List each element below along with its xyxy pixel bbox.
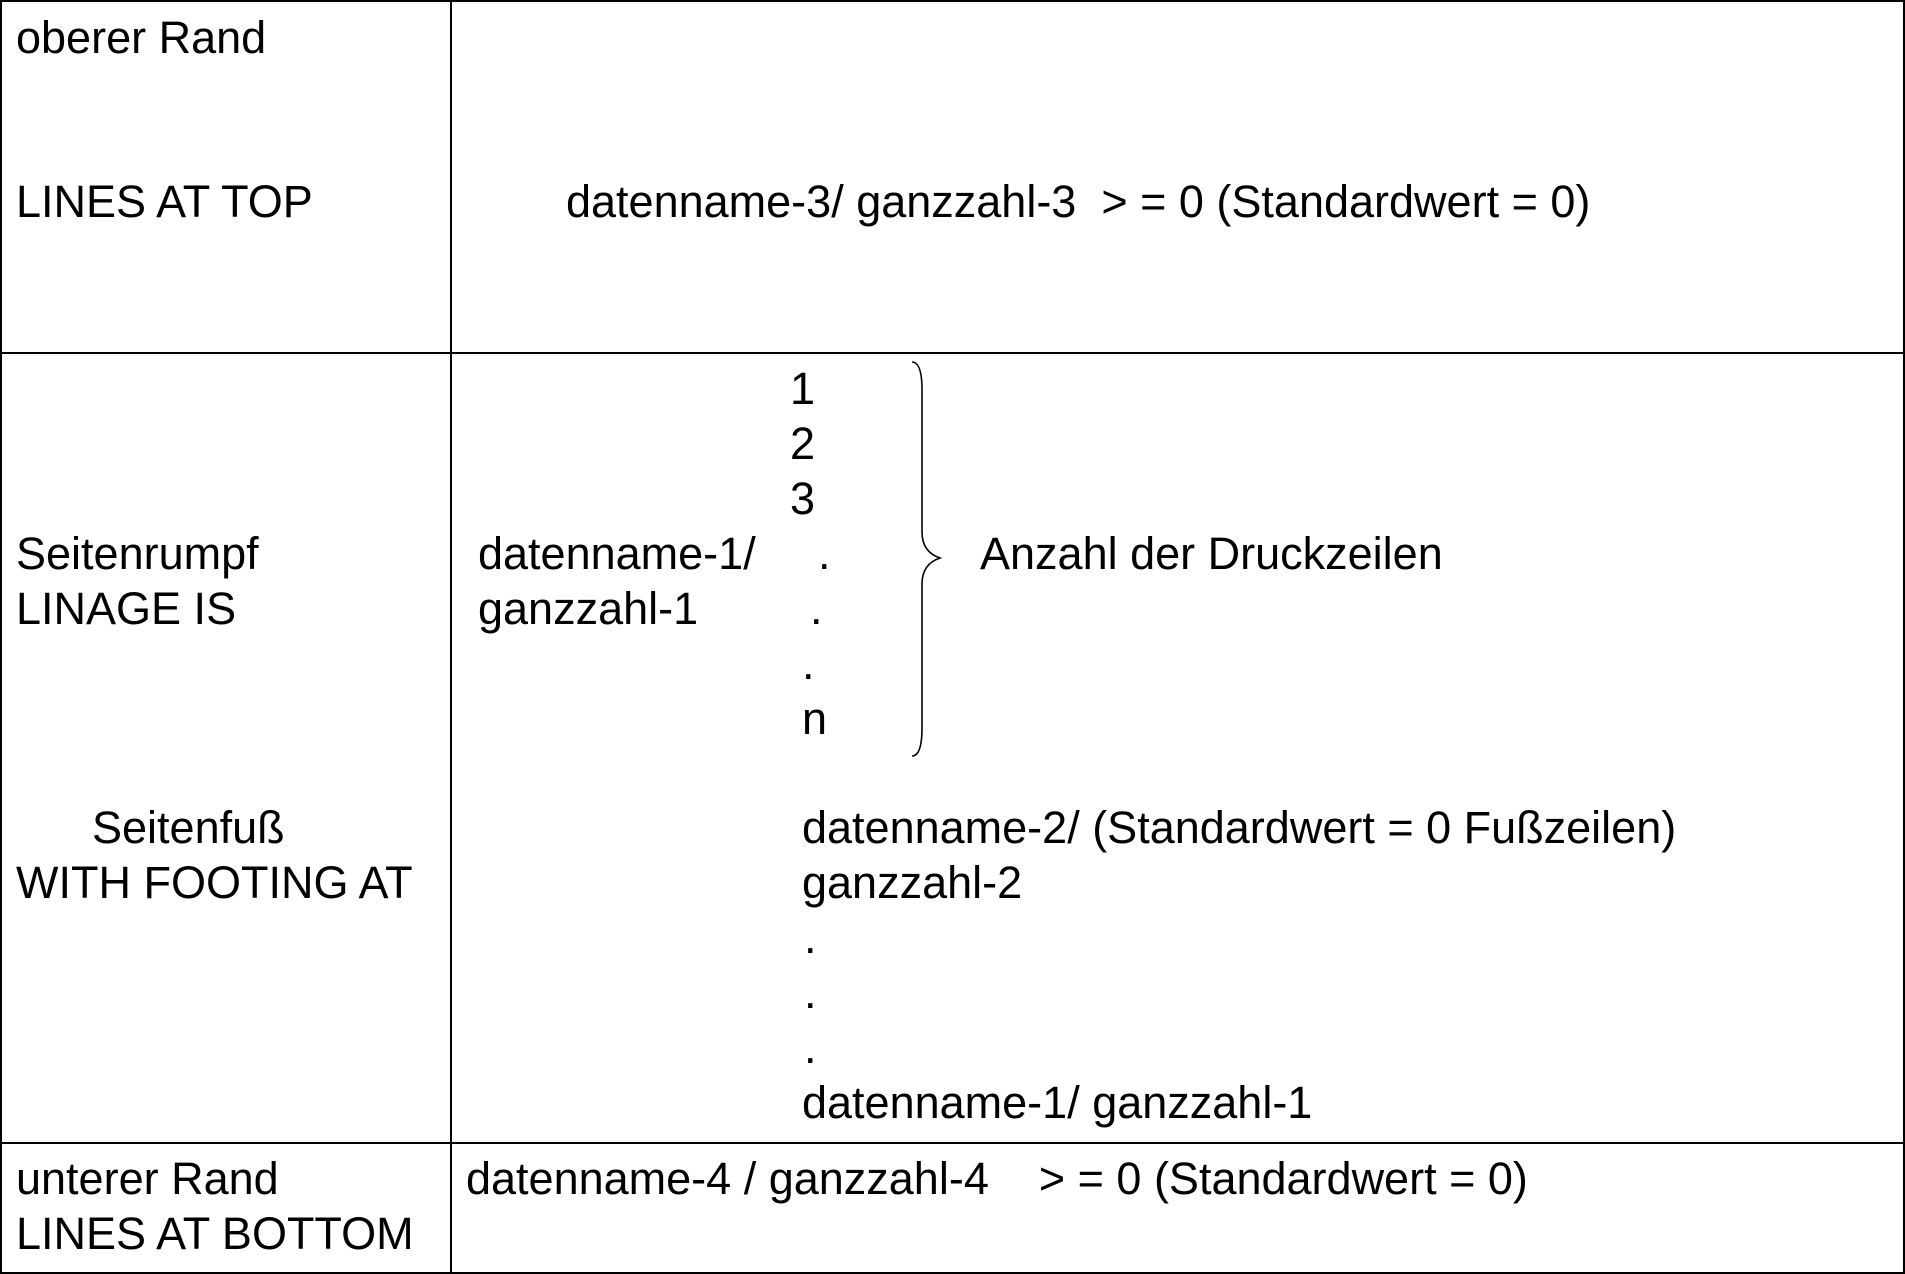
- table-border-bottom: [0, 1272, 1905, 1274]
- footing-value-2: ganzzahl-2: [802, 857, 1023, 908]
- curly-brace-icon: [911, 361, 943, 757]
- line-number-dot: .: [810, 583, 823, 634]
- top-margin-label: oberer Rand: [16, 12, 267, 63]
- row-divider-1: [0, 352, 1905, 354]
- table-border-left: [0, 0, 2, 1274]
- footing-dot: .: [804, 1022, 817, 1073]
- top-margin-cobol-clause: LINES AT TOP: [16, 176, 313, 227]
- line-number: n: [802, 693, 828, 744]
- top-margin-value: datenname-3/ ganzzahl-3 > = 0 (Standardw…: [566, 176, 1591, 227]
- footing-value-last: datenname-1/ ganzzahl-1: [802, 1077, 1313, 1128]
- footing-value-1: datenname-2/ (Standardwert = 0 Fußzeilen…: [802, 802, 1677, 853]
- footing-label: Seitenfuß: [92, 802, 285, 853]
- bottom-margin-label: unterer Rand: [16, 1153, 279, 1204]
- footing-cobol-clause: WITH FOOTING AT: [16, 857, 413, 908]
- brace-label: Anzahl der Druckzeilen: [980, 528, 1443, 579]
- line-number-dot: .: [802, 638, 815, 689]
- page-body-label: Seitenrumpf: [16, 528, 259, 579]
- table-border-top: [0, 0, 1905, 2]
- bottom-margin-value: datenname-4 / ganzzahl-4 > = 0 (Standard…: [466, 1153, 1528, 1204]
- line-number: 2: [790, 418, 816, 469]
- line-number-dot: .: [818, 528, 831, 579]
- page-body-operand-1: datenname-1/: [478, 528, 756, 579]
- page-body-operand-2: ganzzahl-1: [478, 583, 699, 634]
- table-border-right: [1903, 0, 1905, 1274]
- bottom-margin-cobol-clause: LINES AT BOTTOM: [16, 1208, 414, 1259]
- column-divider: [450, 0, 452, 1274]
- line-number: 3: [790, 473, 816, 524]
- footing-dot: .: [804, 967, 817, 1018]
- footing-dot: .: [804, 912, 817, 963]
- page-body-cobol-clause: LINAGE IS: [16, 583, 237, 634]
- row-divider-2: [0, 1142, 1905, 1144]
- line-number: 1: [790, 363, 816, 414]
